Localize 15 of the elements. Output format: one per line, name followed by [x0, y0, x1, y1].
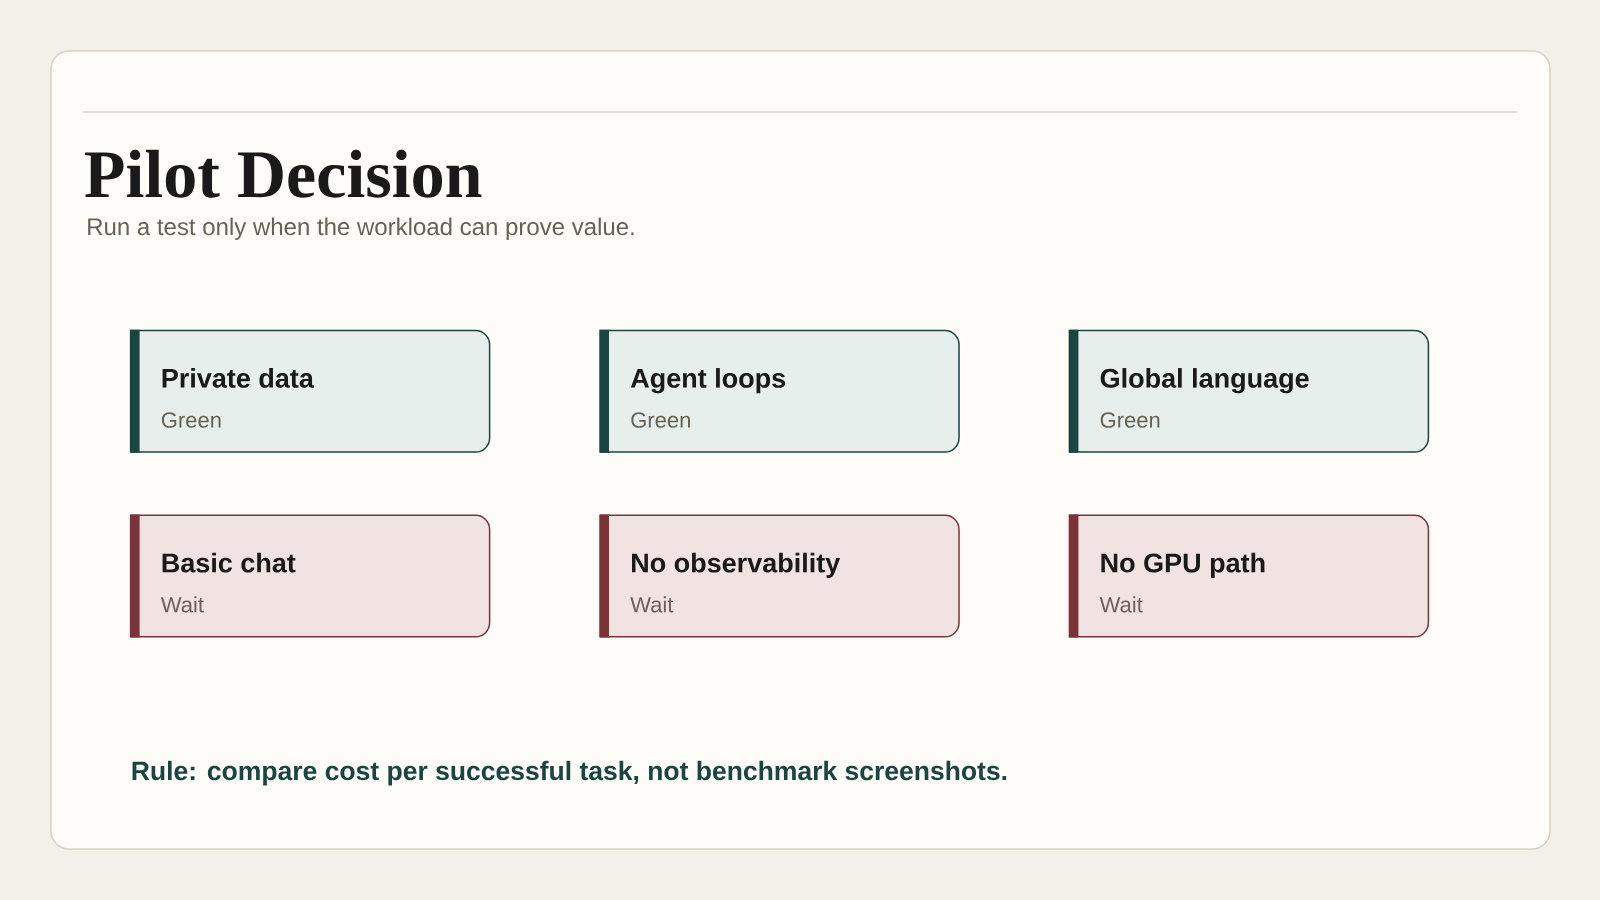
card-title: No GPU path	[1101, 552, 1265, 578]
status-label: Green	[631, 412, 690, 428]
status-label: Green	[1100, 412, 1160, 428]
subtitle: Run a test only when the workload can prove value.	[88, 217, 634, 240]
card-title: Global language	[1100, 368, 1309, 394]
card-title: No observability	[632, 552, 841, 578]
heading: Pilot Decision	[85, 149, 482, 198]
card-title: Basic chat	[162, 552, 296, 573]
card-title: Private data	[162, 368, 315, 388]
card-title: Agent loops	[630, 368, 786, 394]
rule-note: Rule: compare cost per successful task, not benchmark screenshots.	[132, 760, 1007, 786]
status-label: Wait	[630, 596, 674, 613]
status-label: Wait	[160, 596, 204, 613]
status-label: Green	[161, 412, 221, 428]
status-label: Wait	[1099, 596, 1143, 613]
